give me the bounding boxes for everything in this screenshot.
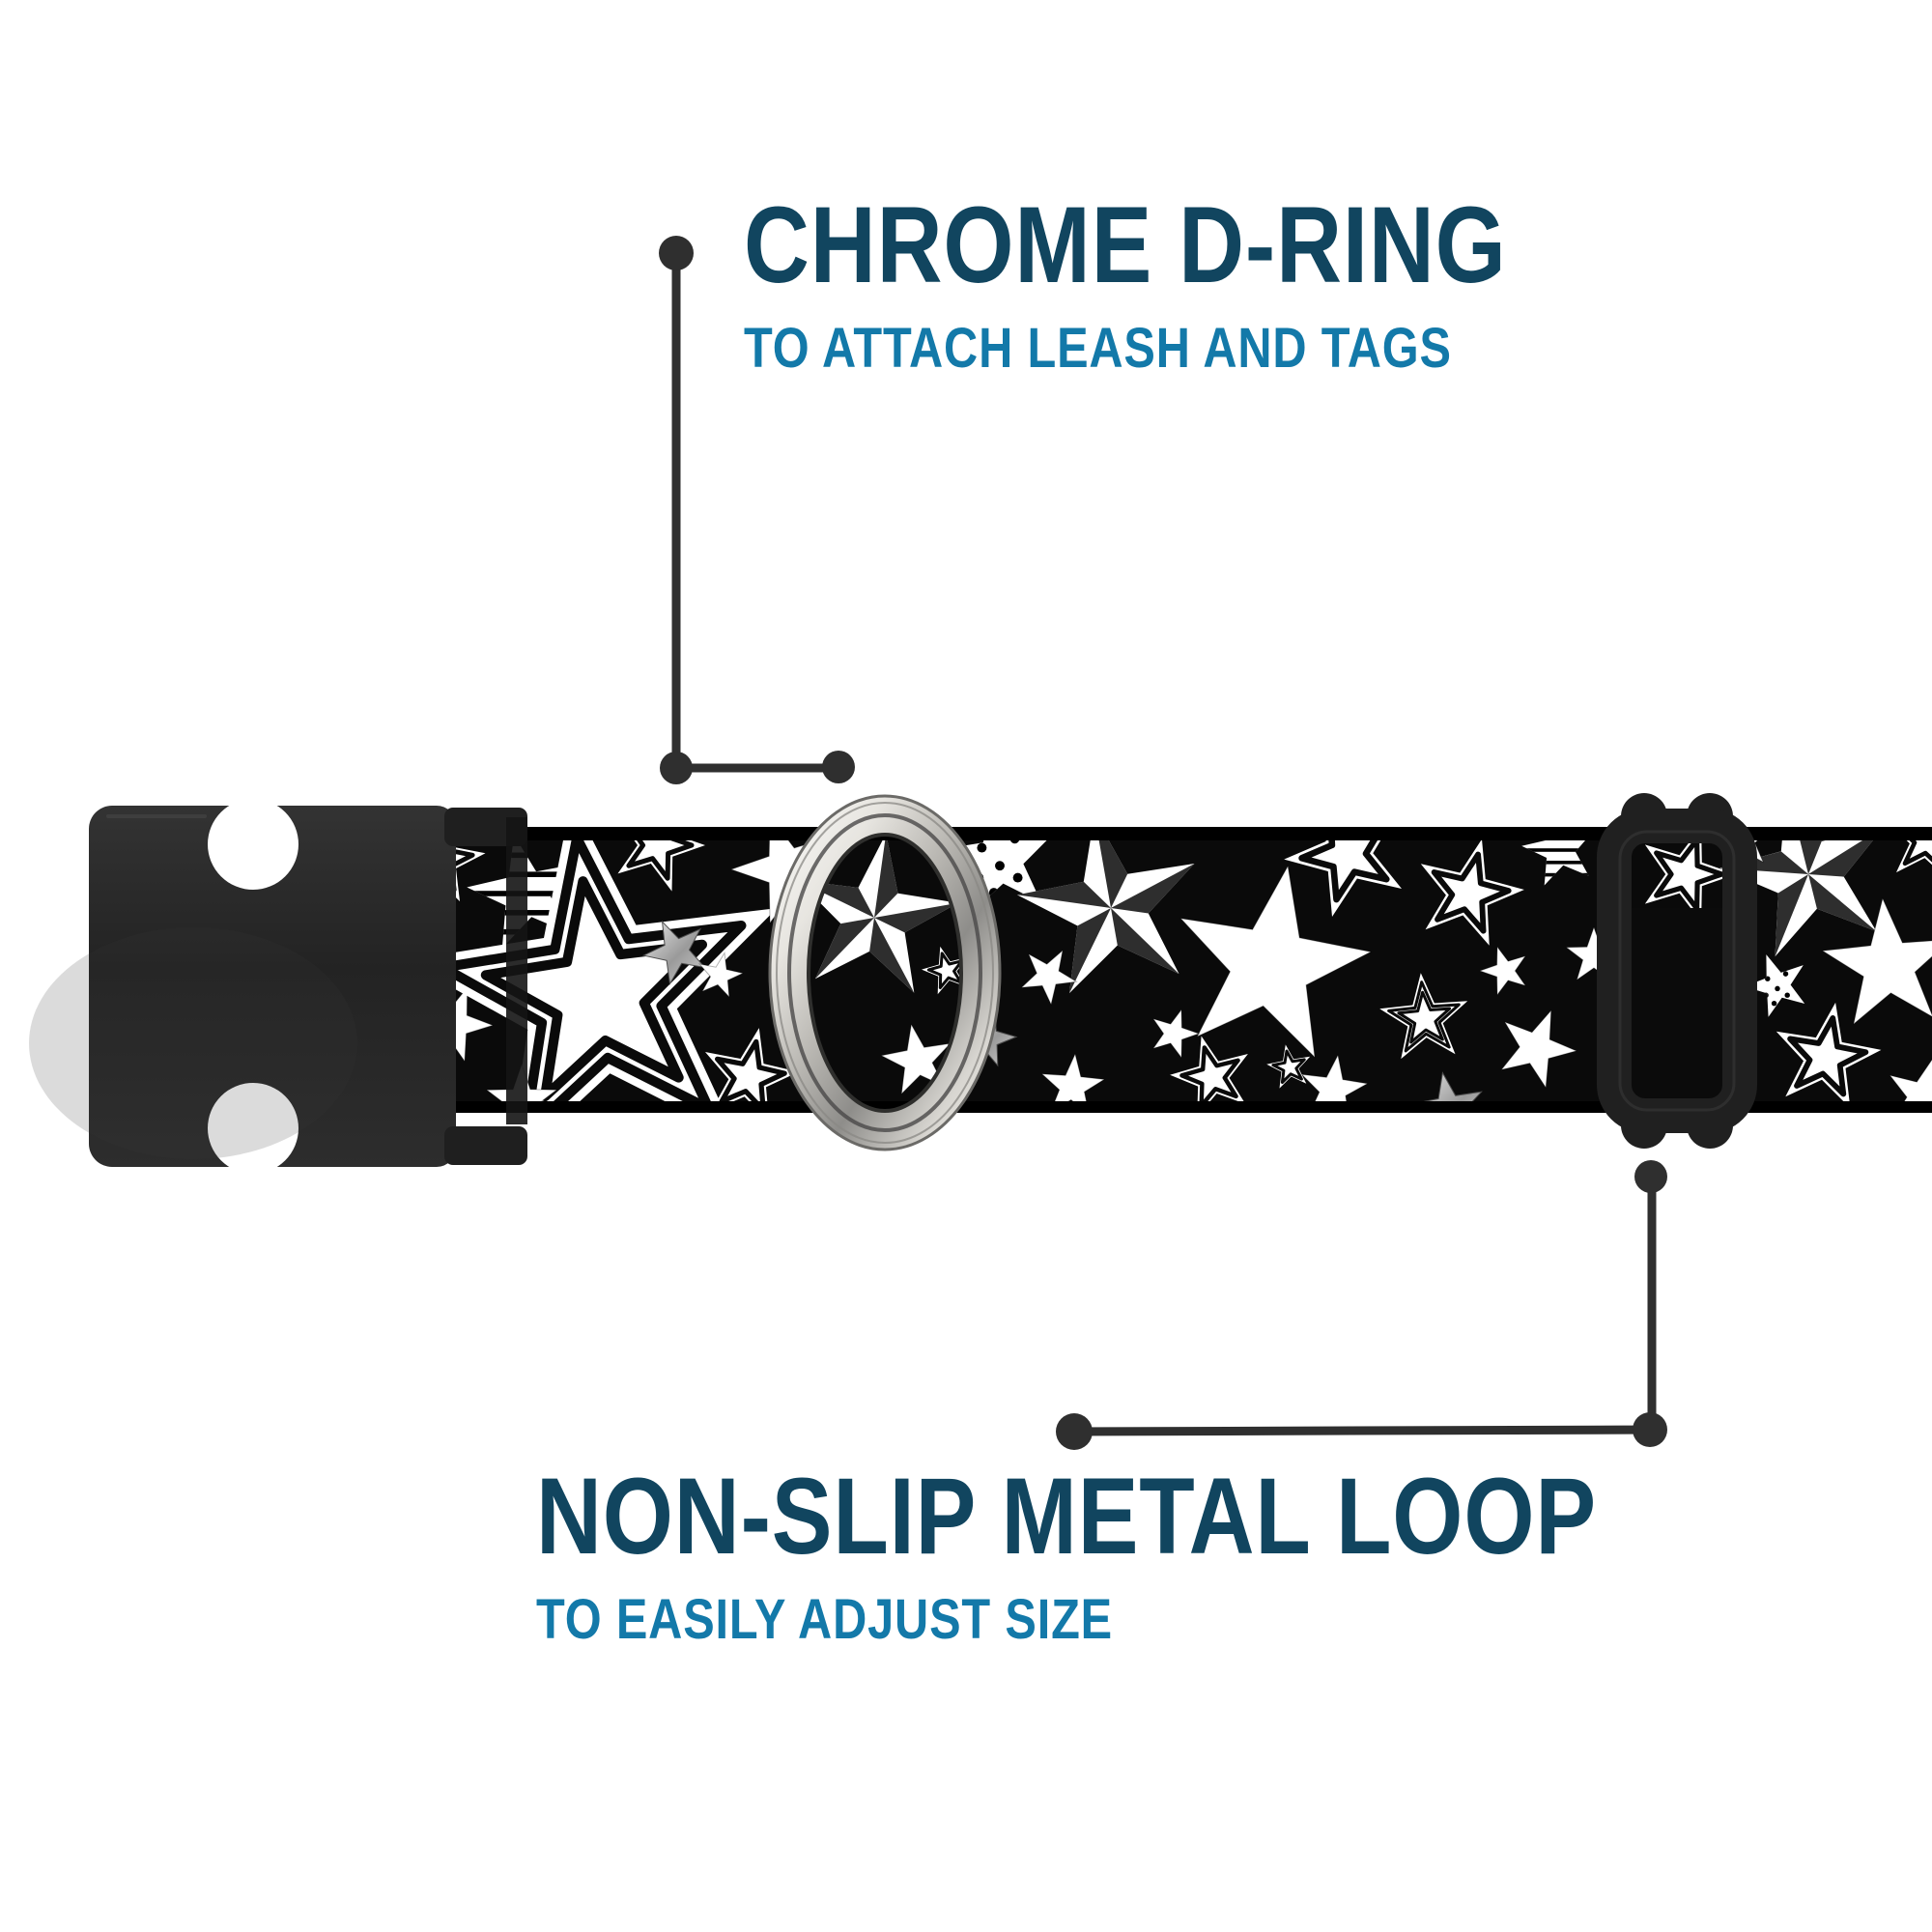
star-double xyxy=(1379,973,1468,1060)
callout-dot xyxy=(660,752,693,784)
metal-loop-title: NON-SLIP METAL LOOP xyxy=(536,1456,1597,1577)
star-solid xyxy=(1040,1052,1106,1113)
d-ring-subtitle: TO ATTACH LEASH AND TAGS xyxy=(744,317,1452,380)
callout-dot xyxy=(822,751,855,783)
star-outline xyxy=(705,1028,799,1113)
callout-dot xyxy=(1633,1412,1667,1447)
callout-metal-loop-connector xyxy=(1056,1160,1667,1450)
adjuster-slider xyxy=(1597,793,1757,1149)
star-solid xyxy=(1179,865,1373,1059)
chrome-d-ring xyxy=(768,794,1002,1151)
star-nautical xyxy=(797,833,958,993)
star-outline xyxy=(1644,829,1736,923)
star-nautical xyxy=(1016,829,1195,994)
star-solid xyxy=(1020,949,1078,1007)
star-solid xyxy=(697,952,745,999)
callout-dot xyxy=(1634,1160,1667,1193)
star-gray xyxy=(641,920,707,985)
star-solid xyxy=(1151,1008,1201,1060)
star-outline xyxy=(1266,1044,1311,1089)
star-nautical xyxy=(1719,829,1883,957)
callout-d-ring-connector xyxy=(659,236,855,784)
star-solid xyxy=(1821,896,1932,1026)
d-ring-label: CHROME D-RING TO ATTACH LEASH AND TAGS xyxy=(744,191,1652,377)
d-ring-title: CHROME D-RING xyxy=(744,185,1507,305)
star-solid xyxy=(1478,945,1527,997)
star-solid xyxy=(1500,1009,1578,1090)
star-outline xyxy=(1170,1036,1248,1113)
callout-dot xyxy=(1056,1413,1093,1450)
side-release-buckle xyxy=(29,799,527,1174)
star-outline xyxy=(617,829,705,892)
star-outline xyxy=(922,946,968,995)
star-outline xyxy=(1776,1002,1882,1109)
callout-dot xyxy=(659,236,694,270)
star-solid xyxy=(879,1023,952,1095)
star-outline xyxy=(1420,838,1524,946)
metal-loop-subtitle: TO EASILY ADJUST SIZE xyxy=(536,1588,1114,1651)
metal-loop-label: NON-SLIP METAL LOOP TO EASILY ADJUST SIZ… xyxy=(536,1463,1799,1648)
